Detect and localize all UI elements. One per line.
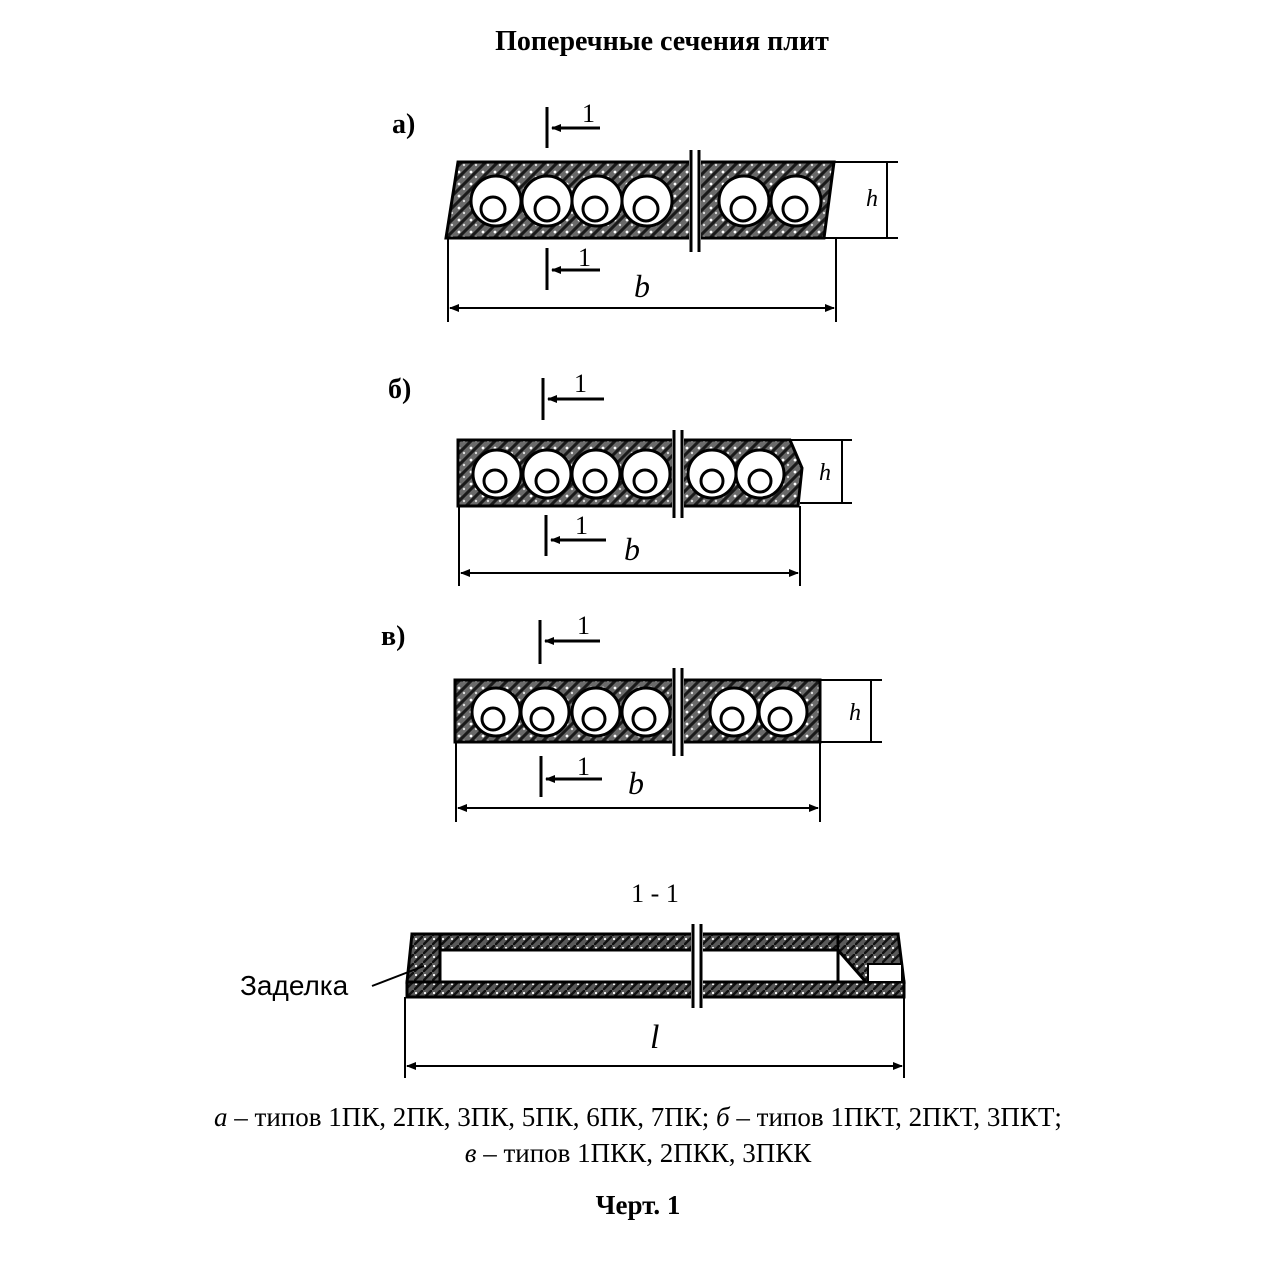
section-c-label: в) <box>381 621 405 652</box>
diagram-title: Поперечные сечения плит <box>495 26 829 57</box>
section-mark-number: 1 <box>575 511 588 540</box>
section-a-label: а) <box>392 109 415 140</box>
seal-leader-line <box>371 965 425 987</box>
caption-a-text: – типов 1ПК, 2ПК, 3ПК, 5ПК, 6ПК, 7ПК; <box>227 1102 710 1132</box>
caption-line-2: в – типов 1ПКК, 2ПКК, 3ПКК <box>0 1138 1276 1169</box>
end-notch <box>867 963 903 983</box>
length-label: l <box>650 1019 659 1056</box>
longitudinal-section: 1 - 1 Заделка l <box>240 879 906 1078</box>
caption-c-letter: в <box>464 1138 477 1168</box>
seal-label: Заделка <box>240 970 349 1001</box>
figure-label: Черт. 1 <box>595 1190 681 1220</box>
void-row <box>469 174 823 228</box>
caption-line-1: а – типов 1ПК, 2ПК, 3ПК, 5ПК, 6ПК, 7ПК; … <box>0 1102 1276 1133</box>
height-label: h <box>819 460 831 486</box>
height-label: h <box>866 186 878 212</box>
section-mark-number: 1 <box>582 99 595 128</box>
void-row <box>470 686 809 738</box>
width-label: b <box>624 531 640 567</box>
bottom-flange <box>405 980 906 999</box>
end-seal-block <box>405 932 442 984</box>
section-mark-number: 1 <box>574 369 587 398</box>
section-c: в) 1 h 1 b <box>381 611 882 822</box>
longitudinal-section-title: 1 - 1 <box>631 879 679 908</box>
height-label: h <box>849 700 861 726</box>
caption-a-letter: а <box>214 1102 228 1132</box>
caption-c-text: – типов 1ПКК, 2ПКК, 3ПКК <box>476 1138 812 1168</box>
section-mark-number: 1 <box>577 752 590 781</box>
caption-b-letter: б <box>716 1102 730 1132</box>
section-b-label: б) <box>388 374 411 405</box>
width-label: b <box>628 765 644 801</box>
section-mark-number: 1 <box>577 611 590 640</box>
section-a: а) 1 h 1 b <box>392 99 898 322</box>
section-b: б) 1 h 1 b <box>388 369 852 586</box>
void-row <box>471 448 786 500</box>
top-flange <box>410 932 900 952</box>
section-mark-number: 1 <box>578 243 591 272</box>
width-label: b <box>634 268 650 304</box>
caption-b-text: – типов 1ПКТ, 2ПКТ, 3ПКТ; <box>729 1102 1062 1132</box>
